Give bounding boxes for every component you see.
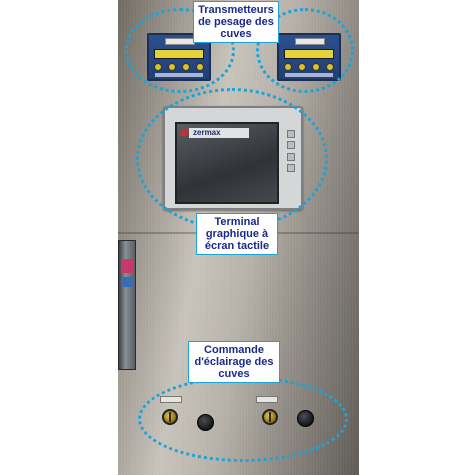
hinge-label-blue (121, 277, 133, 287)
transmitter-right-highlight (256, 8, 354, 93)
lighting-controls-highlight (138, 376, 348, 462)
transmitter-left-highlight (125, 8, 235, 93)
terminal-callout: Terminal graphique à écran tactile (196, 213, 278, 255)
terminal-highlight (136, 88, 328, 230)
hinge-label-red (121, 259, 133, 273)
door-hinge (118, 240, 136, 370)
transmitters-callout: Transmetteurs de pesage des cuves (193, 1, 279, 43)
lighting-callout: Commande d'éclairage des cuves (188, 341, 280, 383)
